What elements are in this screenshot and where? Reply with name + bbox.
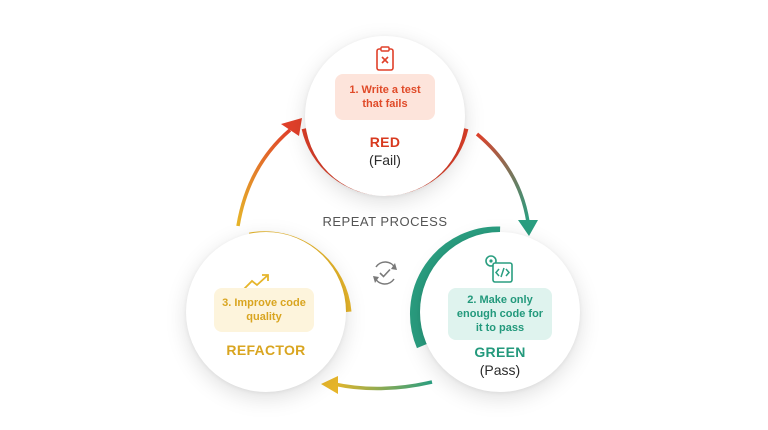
red-title: RED xyxy=(369,134,401,150)
green-title: GREEN xyxy=(474,344,526,360)
arrow-red-to-green xyxy=(475,132,530,223)
trend-up-icon xyxy=(243,274,269,290)
red-stage-node: 1. Write a test that fails RED (Fail) xyxy=(305,36,465,196)
refactor-step-label: 3. Improve code quality xyxy=(214,288,314,332)
arrowhead-green xyxy=(518,220,538,236)
repeat-check-icon xyxy=(373,261,397,285)
arrowhead-red xyxy=(281,118,302,136)
red-subtitle: (Fail) xyxy=(369,152,401,168)
green-stage-node: 2. Make only enough code for it to pass … xyxy=(420,232,580,392)
green-subtitle: (Pass) xyxy=(479,362,521,378)
green-step-label: 2. Make only enough code for it to pass xyxy=(448,288,552,340)
red-step-label: 1. Write a test that fails xyxy=(335,74,435,120)
code-gear-icon xyxy=(485,255,513,283)
refactor-title: REFACTOR xyxy=(226,342,306,358)
clipboard-x-icon xyxy=(376,46,394,71)
arrow-green-to-refactor xyxy=(333,380,433,391)
refactor-stage-node: 3. Improve code quality REFACTOR xyxy=(186,232,346,392)
arrow-refactor-to-red xyxy=(236,128,292,227)
arrowhead-refactor xyxy=(321,376,338,394)
repeat-process-label: REPEAT PROCESS xyxy=(322,214,448,229)
